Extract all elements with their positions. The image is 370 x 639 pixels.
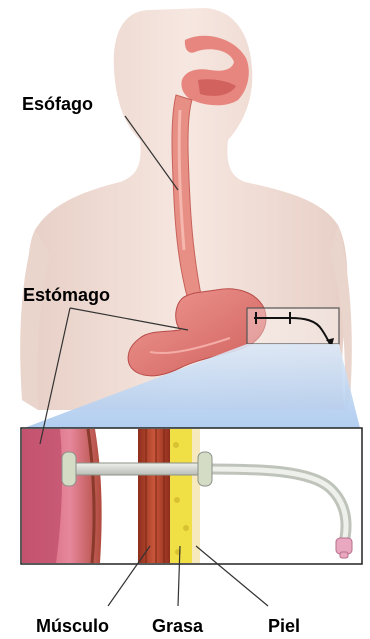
fat-label: Grasa [152,617,203,635]
external-bumper [198,452,212,486]
zoom-source-box [247,308,339,344]
skin-label: Piel [268,617,300,635]
muscle-layer [138,429,170,563]
internal-bumper [62,452,76,486]
stomach-label: Estómago [23,286,110,304]
muscle-label: Músculo [36,617,109,635]
skin-layer [192,429,200,563]
gastrostomy-tube [70,463,210,475]
esophagus-label: Esófago [22,95,93,113]
fat-layer [170,429,192,563]
